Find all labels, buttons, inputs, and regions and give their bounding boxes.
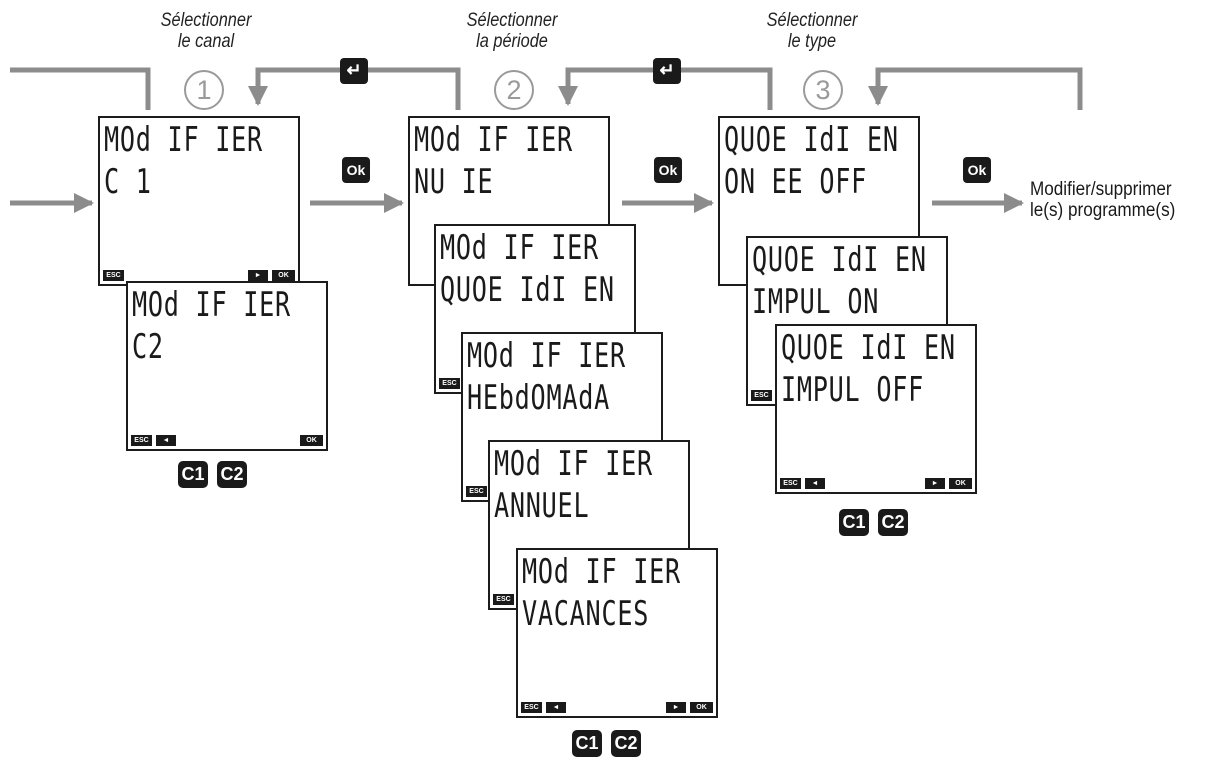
esc-softkey[interactable]: ESC	[521, 702, 542, 713]
step-1-title-line1: Sélectionner	[160, 10, 252, 31]
esc-softkey[interactable]: ESC	[493, 594, 514, 605]
esc-softkey[interactable]: ESC	[103, 270, 124, 281]
channel-c2-badge: C2	[878, 509, 908, 536]
right-arrow-icon[interactable]: ►	[925, 478, 945, 489]
right-arrow-icon[interactable]: ►	[248, 270, 268, 281]
softkey-bar: ESC	[751, 389, 943, 401]
softkey-bar: ESC ◄ OK	[131, 434, 323, 446]
ok-key-3[interactable]: Ok	[963, 157, 991, 183]
result-line2: le(s) programme(s)	[1030, 200, 1176, 221]
softkey-bar: ESC ◄ ► OK	[521, 701, 713, 713]
esc-softkey[interactable]: ESC	[466, 486, 487, 497]
esc-softkey[interactable]: ESC	[439, 378, 460, 389]
softkey-bar: ESC ► OK	[103, 269, 295, 281]
channel-c1-badge: C1	[839, 509, 869, 536]
enter-key-2[interactable]: ↵	[653, 58, 681, 84]
lcd-line-2: NU IE	[414, 162, 494, 202]
lcd-line-1: MOd IF IER	[522, 552, 681, 592]
lcd-line-1: MOd IF IER	[440, 228, 599, 268]
step-3-title-line2: le type	[787, 31, 837, 52]
channel-c2-badge: C2	[611, 730, 641, 757]
step-3-title: Sélectionner le type	[743, 10, 881, 52]
back-loop-3	[868, 67, 1083, 110]
lcd-line-2: C 1	[104, 162, 152, 202]
lcd-screen-canal-c2: MOd IF IER C2 ESC ◄ OK	[126, 281, 328, 451]
lcd-line-1: MOd IF IER	[467, 336, 626, 376]
entry-loop-line	[10, 67, 151, 110]
lcd-screen-periode-vacances: MOd IF IER VACANCES ESC ◄ ► OK	[516, 548, 718, 718]
lcd-line-1: MOd IF IER	[132, 285, 291, 325]
ok-softkey[interactable]: OK	[272, 270, 295, 281]
ok-key-2[interactable]: Ok	[654, 157, 682, 183]
channel-c1-badge: C1	[572, 730, 602, 757]
esc-softkey[interactable]: ESC	[131, 435, 152, 446]
lcd-screen-type-impul-off: QUOE IdI EN IMPUL OFF ESC ◄ ► OK	[775, 324, 977, 494]
ok-key-1[interactable]: Ok	[342, 157, 370, 183]
step-3-number: 3	[803, 70, 843, 110]
step-1-title-line2: le canal	[177, 31, 235, 52]
ok-softkey[interactable]: OK	[690, 702, 713, 713]
channel-badges-2: C1 C2	[572, 730, 650, 758]
left-arrow-icon[interactable]: ◄	[805, 478, 825, 489]
lcd-line-2: QUOE IdI EN	[440, 270, 615, 310]
lcd-line-2: ON EE OFF	[724, 162, 867, 202]
softkey-bar: ESC	[439, 377, 631, 389]
step-1-title: Sélectionner le canal	[137, 10, 275, 52]
ok-softkey[interactable]: OK	[300, 435, 323, 446]
step-2-number: 2	[494, 70, 534, 110]
lcd-line-1: QUOE IdI EN	[781, 328, 956, 368]
lcd-line-2: IMPUL ON	[752, 282, 880, 322]
channel-badges-1: C1 C2	[178, 461, 256, 489]
lcd-line-2: IMPUL OFF	[781, 370, 924, 410]
lcd-line-2: ANNUEL	[494, 486, 590, 526]
lcd-line-1: MOd IF IER	[104, 120, 263, 160]
step-2-title-line2: la période	[476, 31, 548, 52]
step-2-title-line1: Sélectionner	[466, 10, 558, 31]
result-label: Modifier/supprimer le(s) programme(s)	[1030, 179, 1197, 221]
esc-softkey[interactable]: ESC	[780, 478, 801, 489]
lcd-line-1: QUOE IdI EN	[724, 120, 899, 160]
softkey-bar: ESC	[493, 593, 685, 605]
lcd-line-2: HEbdOMAdA	[467, 378, 610, 418]
lcd-line-2: VACANCES	[522, 594, 650, 634]
lcd-screen-canal-c1: MOd IF IER C 1 ESC ► OK	[98, 116, 300, 286]
esc-softkey[interactable]: ESC	[751, 390, 772, 401]
lcd-line-1: MOd IF IER	[414, 120, 573, 160]
channel-c1-badge: C1	[178, 461, 208, 488]
left-arrow-icon[interactable]: ◄	[156, 435, 176, 446]
lcd-line-2: C2	[132, 327, 164, 367]
step-3-title-line1: Sélectionner	[766, 10, 858, 31]
left-arrow-icon[interactable]: ◄	[546, 702, 566, 713]
lcd-line-1: MOd IF IER	[494, 444, 653, 484]
right-arrow-icon[interactable]: ►	[666, 702, 686, 713]
softkey-bar: ESC ◄ ► OK	[780, 477, 972, 489]
channel-c2-badge: C2	[217, 461, 247, 488]
result-line1: Modifier/supprimer	[1030, 179, 1172, 200]
softkey-bar: ESC	[466, 485, 658, 497]
channel-badges-3: C1 C2	[839, 509, 917, 537]
step-1-number: 1	[184, 70, 224, 110]
ok-softkey[interactable]: OK	[949, 478, 972, 489]
enter-key-1[interactable]: ↵	[340, 58, 368, 84]
lcd-line-1: QUOE IdI EN	[752, 240, 927, 280]
step-2-title: Sélectionner la période	[443, 10, 581, 52]
